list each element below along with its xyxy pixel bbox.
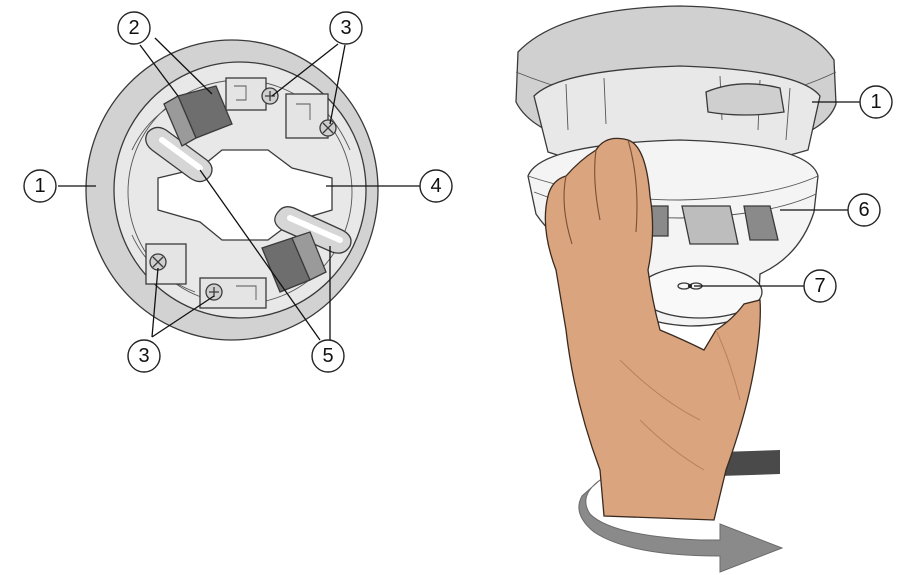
callout-terminal-block: 2 xyxy=(117,11,151,45)
rotation-arrow-icon xyxy=(578,479,784,573)
detector-installation-view xyxy=(515,5,860,573)
detector-base-top-view xyxy=(58,37,420,341)
callout-screw-bottom: 3 xyxy=(127,339,161,373)
connector-lower xyxy=(261,231,327,293)
callout-indicator-led: 7 xyxy=(803,269,837,303)
svg-text:1: 1 xyxy=(870,91,881,113)
terminal-screws-bottom xyxy=(145,243,267,309)
callout-screw-top: 3 xyxy=(329,11,363,45)
svg-text:2: 2 xyxy=(128,17,139,39)
callout-base-housing-right: 1 xyxy=(859,85,893,119)
callout-mounting-slots: 5 xyxy=(311,339,345,373)
callout-base-housing: 1 xyxy=(23,169,57,203)
callout-center-opening: 4 xyxy=(419,169,453,203)
hand-icon xyxy=(544,137,761,521)
terminal-block xyxy=(163,85,233,147)
svg-text:3: 3 xyxy=(138,345,149,367)
svg-text:4: 4 xyxy=(430,175,441,197)
svg-text:5: 5 xyxy=(322,345,333,367)
svg-text:1: 1 xyxy=(34,175,45,197)
svg-text:3: 3 xyxy=(340,17,351,39)
svg-text:6: 6 xyxy=(858,199,869,221)
callout-detector-head: 6 xyxy=(847,193,881,227)
svg-text:7: 7 xyxy=(814,275,825,297)
terminal-screws-top xyxy=(225,77,337,139)
